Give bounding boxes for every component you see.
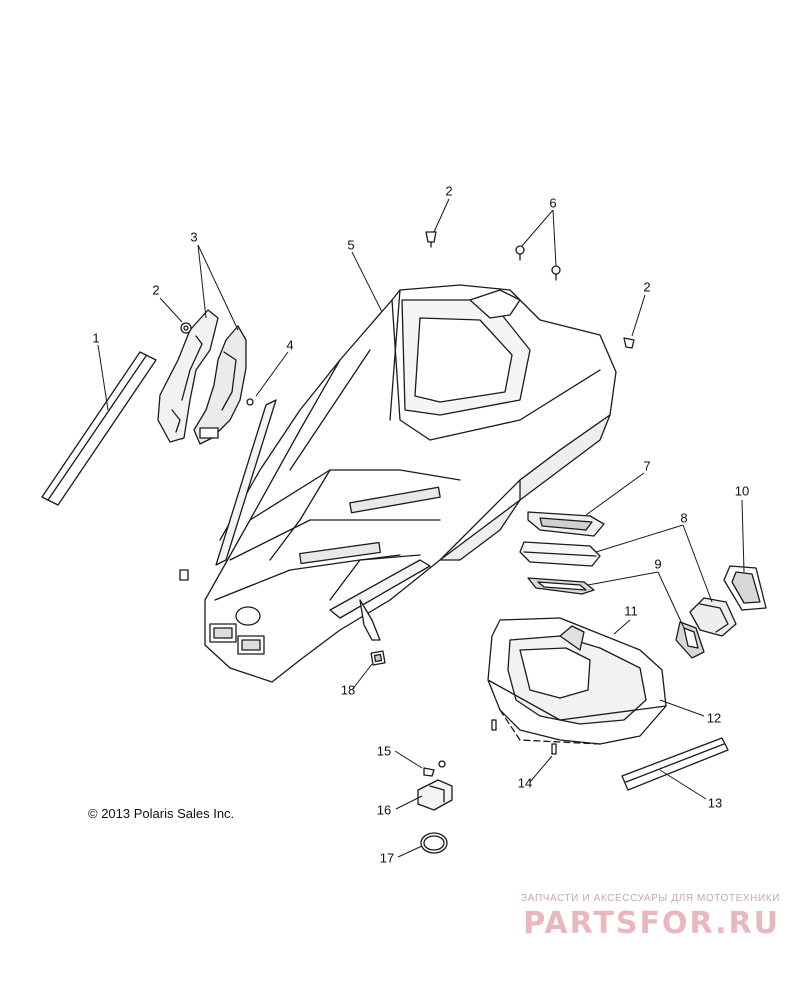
watermark: ЗАПЧАСТИ И АКСЕССУАРЫ ДЛЯ МОТОТЕХНИКИ PA… — [521, 893, 780, 941]
leader-lines — [97, 198, 745, 858]
decal-strip-right — [621, 737, 729, 791]
watermark-brand: PARTSFOR.RU — [523, 906, 780, 941]
callout-16: 16 — [376, 802, 392, 818]
callout-14: 14 — [517, 775, 533, 791]
callout-2: 2 — [643, 279, 651, 295]
side-panel-right — [193, 325, 247, 445]
light-lens-right — [675, 621, 705, 659]
light-lens-middle — [519, 541, 601, 567]
callout-17: 17 — [379, 850, 395, 866]
callout-4: 4 — [286, 337, 294, 353]
callout-15: 15 — [376, 743, 392, 759]
callout-12: 12 — [706, 710, 722, 726]
light-lens-lower — [527, 577, 595, 595]
callout-6: 6 — [549, 195, 557, 211]
hood-assembly — [204, 284, 617, 683]
callout-10: 10 — [734, 483, 750, 499]
screw-4 — [246, 398, 254, 406]
callout-7: 7 — [643, 458, 651, 474]
watermark-subtitle: ЗАПЧАСТИ И АКСЕССУАРЫ ДЛЯ МОТОТЕХНИКИ — [521, 893, 780, 904]
storage-tray-12 — [487, 617, 667, 745]
copyright-notice: © 2013 Polaris Sales Inc. — [88, 806, 235, 821]
light-frame-10 — [723, 565, 767, 611]
screw-6a — [515, 245, 525, 261]
push-rivet-right — [623, 337, 635, 349]
callout-1: 1 — [92, 330, 100, 346]
screw-6b — [551, 265, 561, 281]
fastener-15 — [423, 760, 446, 777]
callout-11: 11 — [624, 603, 638, 619]
push-rivet-top — [425, 231, 437, 248]
callout-13: 13 — [707, 795, 723, 811]
bracket-16 — [417, 779, 453, 811]
clip-left-front — [179, 569, 189, 581]
side-panel-left — [157, 309, 219, 443]
callout-18: 18 — [340, 682, 356, 698]
light-lens-upper — [527, 511, 605, 537]
pin-14 — [491, 719, 557, 755]
push-rivet-left — [180, 322, 192, 334]
decal-strip-left — [41, 351, 157, 506]
callout-8: 8 — [680, 510, 688, 526]
callout-2: 2 — [152, 282, 160, 298]
callout-2: 2 — [445, 183, 453, 199]
clip-18 — [370, 650, 386, 666]
callout-9: 9 — [654, 556, 662, 572]
light-housing-right — [689, 597, 737, 637]
callout-3: 3 — [190, 229, 198, 245]
o-ring-17 — [420, 832, 448, 854]
callout-5: 5 — [347, 237, 355, 253]
